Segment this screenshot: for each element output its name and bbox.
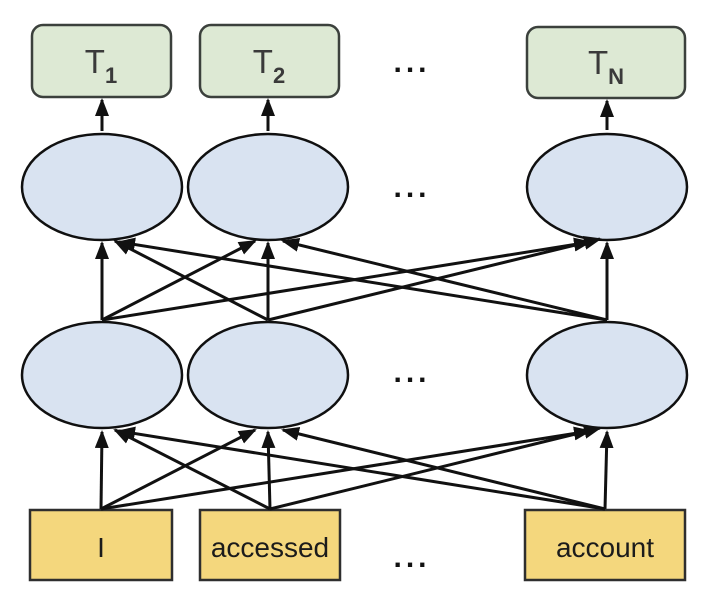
arrow (100, 428, 257, 511)
output-box-t1 (30, 23, 173, 99)
arrow (117, 237, 608, 322)
hidden1-to-output-arrows (95, 98, 614, 131)
arrow (281, 427, 606, 511)
input-box-1 (28, 508, 174, 582)
hidden-layer-1: ... (20, 132, 689, 242)
output-label-t2: T2 (253, 43, 285, 88)
arrow (599, 430, 614, 510)
arrow (113, 239, 269, 322)
input-token-2: accessed (211, 532, 329, 563)
arrow (261, 430, 276, 510)
input-to-hidden2-arrows (94, 425, 614, 511)
hidden1-row-ellipsis: ... (393, 171, 430, 204)
output-label-t1: T1 (85, 43, 117, 88)
arrow (101, 239, 257, 322)
hidden1-node-2 (186, 132, 350, 242)
output-layer: T1 T2 TN ... (30, 23, 687, 100)
hidden2-node-3 (525, 320, 689, 430)
input-layer: I accessed account ... (28, 508, 687, 582)
hidden2-node-1 (20, 320, 184, 430)
input-row-ellipsis: ... (393, 541, 430, 574)
input-box-3 (523, 508, 687, 582)
hidden2-row-ellipsis: ... (393, 356, 430, 389)
arrow (117, 426, 606, 511)
arrow (281, 237, 608, 322)
hidden1-node-1 (20, 132, 184, 242)
arrow (100, 426, 592, 511)
input-box-2 (198, 508, 342, 582)
arrow (113, 428, 271, 511)
output-box-t2 (198, 23, 341, 99)
output-row-ellipsis: ... (393, 46, 430, 79)
hidden1-node-3 (525, 132, 689, 242)
arrow (267, 235, 602, 322)
output-box-tn (525, 25, 687, 100)
hidden2-node-2 (186, 320, 350, 430)
arrow (94, 430, 109, 510)
input-token-3: account (556, 532, 654, 563)
output-label-tn: TN (588, 44, 624, 89)
arrow (101, 237, 592, 322)
hidden2-to-hidden1-arrows (95, 235, 614, 322)
hidden-layer-2: ... (20, 320, 689, 430)
input-token-1: I (97, 532, 105, 563)
